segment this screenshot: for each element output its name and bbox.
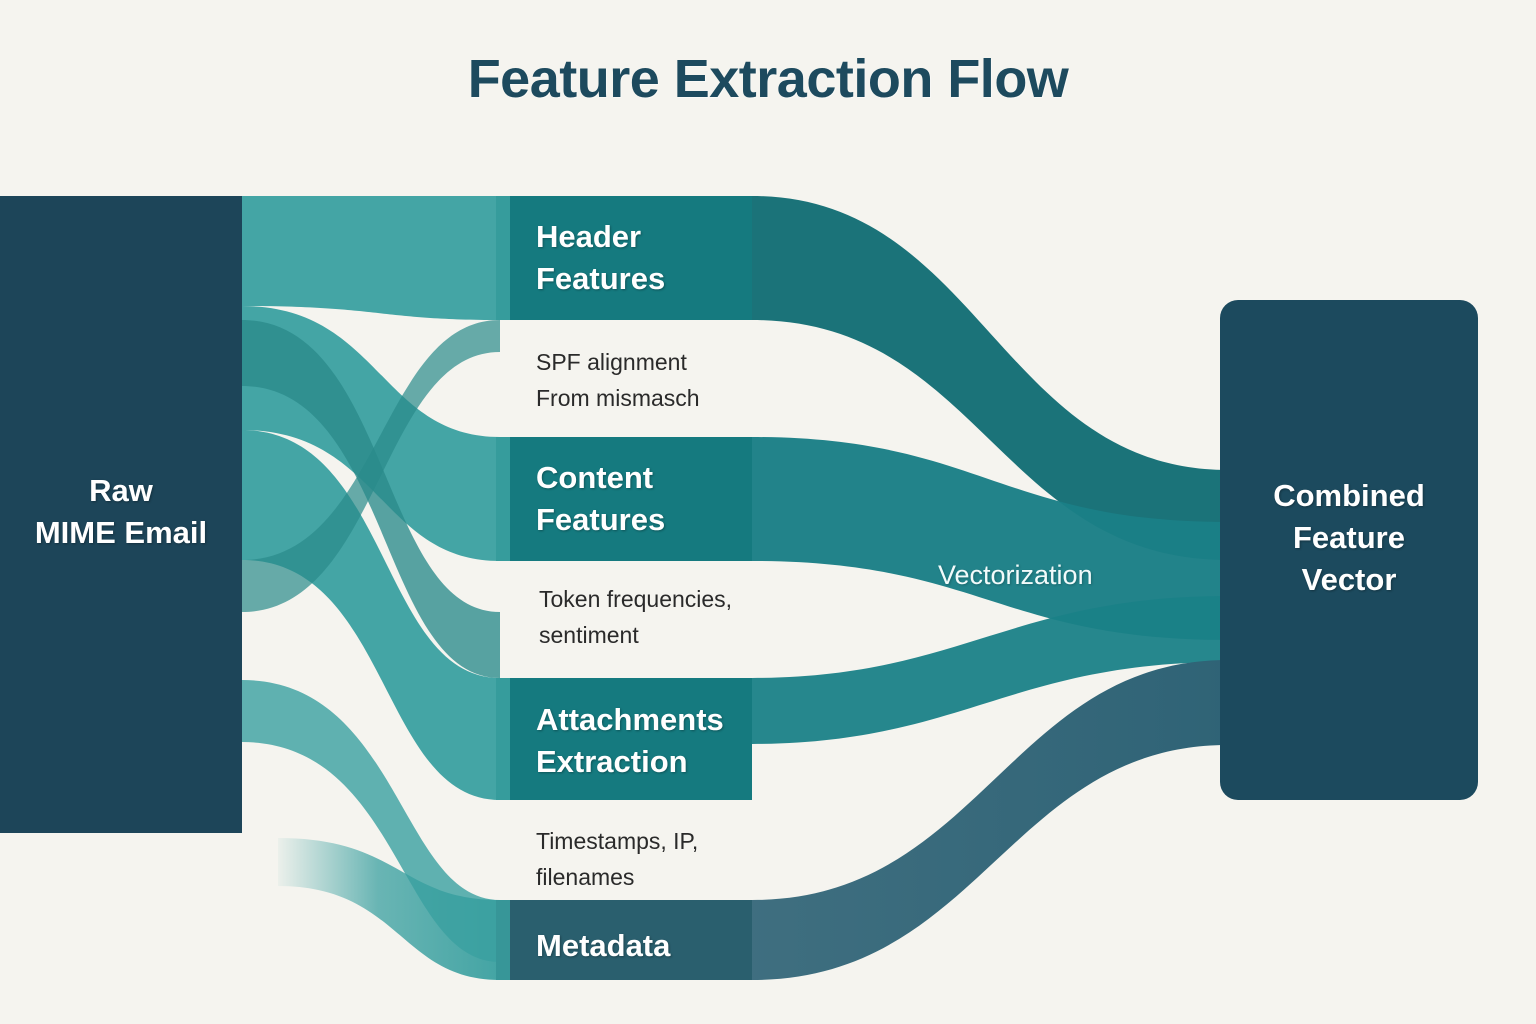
stage-node-bars: [496, 196, 752, 980]
ribbon-source-crossing-upper: [242, 320, 500, 678]
ribbon-content-to-combined: [752, 437, 1228, 640]
ribbon-source-crossing-lower: [242, 320, 500, 612]
ribbon-source-to-attachments: [242, 430, 500, 800]
stage-bar-attachments-extraction[interactable]: [496, 678, 752, 800]
ribbons-left: [242, 196, 500, 980]
ribbon-header-to-combined: [752, 196, 1228, 560]
source-node-rect[interactable]: [0, 196, 242, 833]
ribbon-source-to-metadata-cross: [242, 680, 500, 962]
ribbon-attachments-to-combined: [752, 596, 1228, 744]
target-node-rect[interactable]: [1220, 300, 1478, 800]
ribbon-source-to-metadata: [278, 838, 500, 980]
ribbon-source-to-header: [242, 196, 500, 320]
stage-bar-metadata[interactable]: [496, 900, 752, 980]
page-title: Feature Extraction Flow: [467, 49, 1069, 109]
ribbon-metadata-to-combined: [752, 660, 1228, 980]
stage-bar-content-features[interactable]: [496, 437, 752, 561]
stage-bar-header-features[interactable]: [496, 196, 752, 320]
ribbons-right: [752, 196, 1228, 980]
